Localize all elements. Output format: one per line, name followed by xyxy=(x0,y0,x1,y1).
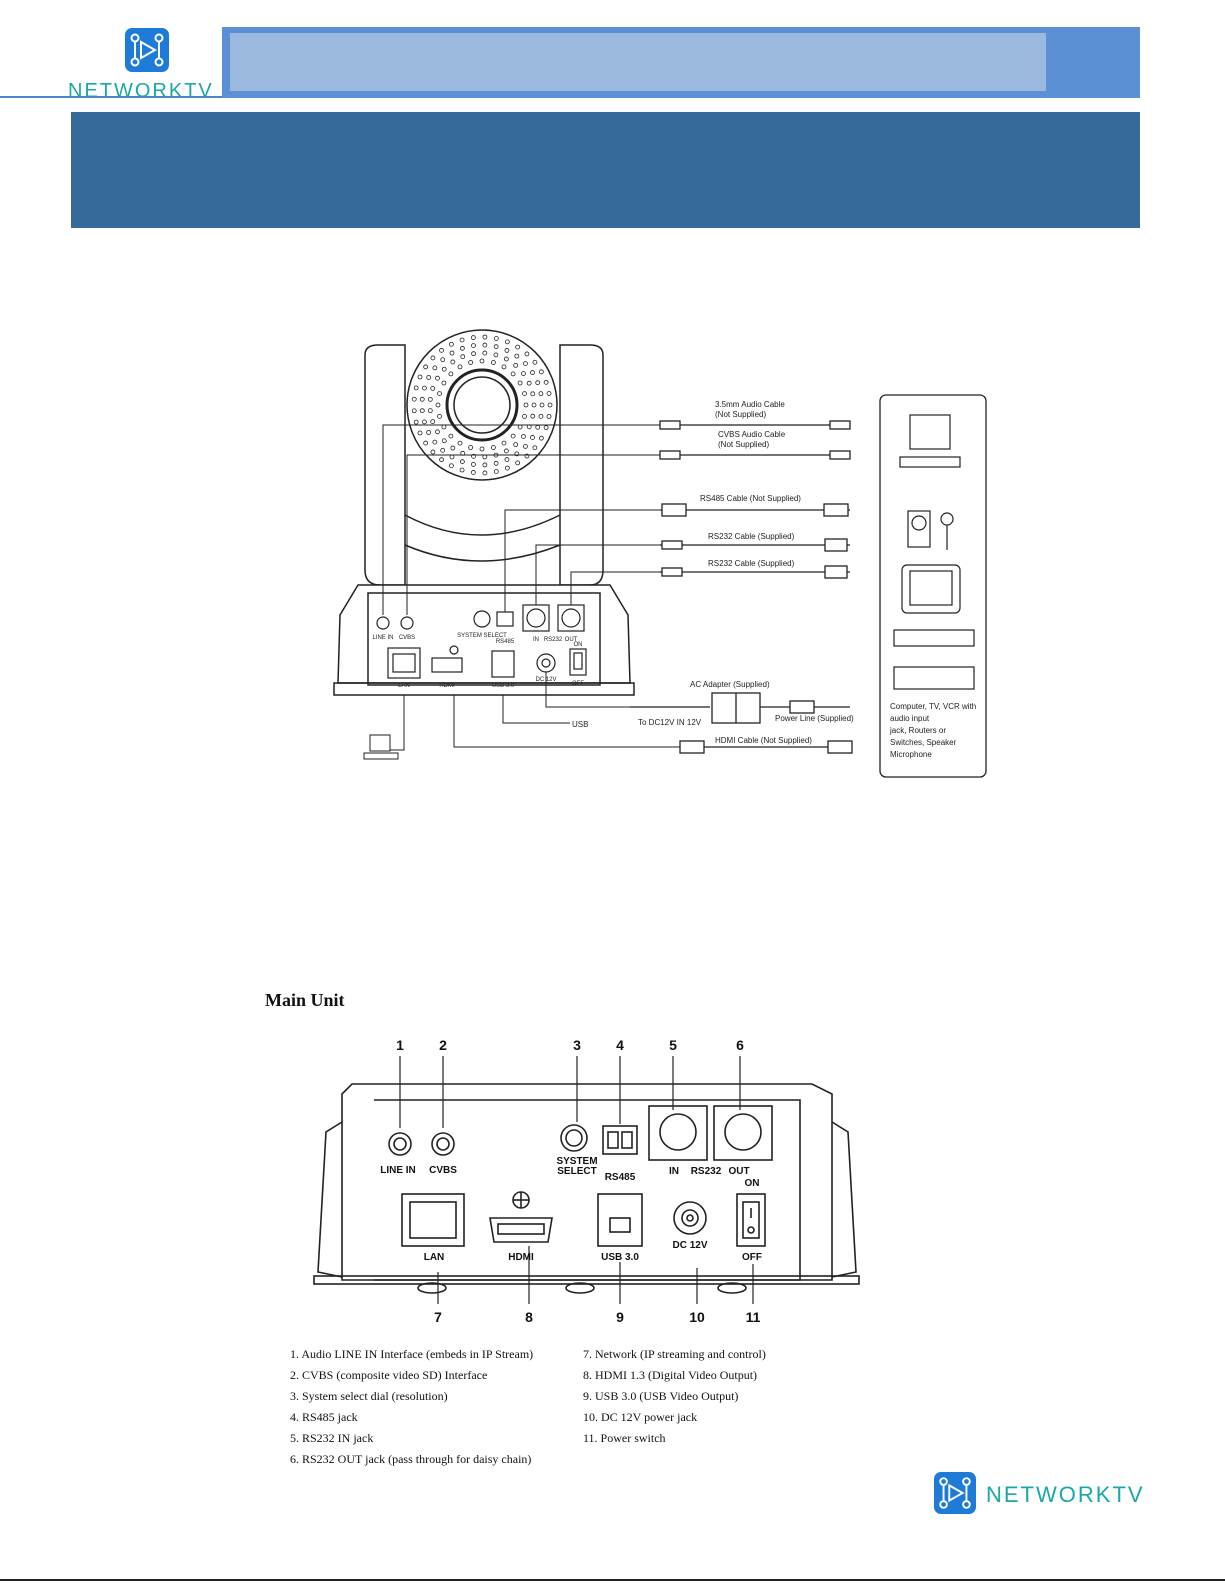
callout-7: 7 xyxy=(434,1309,442,1325)
cable-label-cvbs: CVBS Audio Cable xyxy=(718,430,786,439)
legend-item: 2. CVBS (composite video SD) Interface xyxy=(290,1368,488,1382)
callout-10: 10 xyxy=(689,1309,705,1325)
devices-caption-line: Microphone xyxy=(890,750,932,759)
callout-11: 11 xyxy=(746,1309,761,1325)
panel-label-line-in: LINE IN xyxy=(372,635,393,641)
unit-label-select: SELECT xyxy=(557,1166,596,1177)
panel-label-lan: LAN xyxy=(398,683,410,689)
header-bar-inner xyxy=(230,33,1046,91)
speaker-holes xyxy=(411,334,553,476)
legend-item: 10. DC 12V power jack xyxy=(583,1410,698,1424)
callout-5: 5 xyxy=(669,1037,677,1053)
unit-label-on: ON xyxy=(745,1178,760,1189)
panel-label-off: OFF xyxy=(572,681,584,687)
cable-label-rs232-a: RS232 Cable (Supplied) xyxy=(708,532,795,541)
unit-label-in: IN xyxy=(669,1166,679,1177)
devices-caption-line: audio input xyxy=(890,714,930,723)
devices-caption-line: jack, Routers or xyxy=(889,726,946,735)
main-unit-diagram: 1 2 3 4 5 6 7 8 9 10 11 LINE IN CVBS SYS… xyxy=(312,1032,872,1327)
footer-rule xyxy=(0,1579,1225,1581)
panel-label-hdmi: HDMI xyxy=(439,683,455,689)
panel-label-cvbs: CVBS xyxy=(399,635,415,641)
router-icon xyxy=(893,629,975,647)
legend-left: 1. Audio LINE IN Interface (embeds in IP… xyxy=(290,1344,533,1470)
unit-label-rs485: RS485 xyxy=(605,1172,636,1183)
cable-label-cvbs-note: (Not Supplied) xyxy=(718,440,769,449)
devices-caption-line: Computer, TV, VCR with xyxy=(890,702,976,711)
callout-1: 1 xyxy=(396,1037,404,1053)
unit-label-cvbs: CVBS xyxy=(429,1165,457,1176)
monitor-icon xyxy=(909,414,951,450)
legend-item: 6. RS232 OUT jack (pass through for dais… xyxy=(290,1452,532,1466)
legend-item: 9. USB 3.0 (USB Video Output) xyxy=(583,1389,739,1403)
panel-label-usb: USB 3.0 xyxy=(492,683,515,689)
unit-label-out: OUT xyxy=(728,1166,749,1177)
footer-brand-name: NETWORKTV xyxy=(986,1482,1145,1507)
footer-logo: NETWORKTV xyxy=(934,1472,1144,1518)
unit-label-lan: LAN xyxy=(424,1252,445,1263)
legend-item: 11. Power switch xyxy=(583,1431,666,1445)
cable-label-power-line: Power Line (Supplied) xyxy=(775,714,854,723)
microphone-icon xyxy=(940,512,954,526)
computer-icon xyxy=(363,734,399,760)
panel-label-rs485: RS485 xyxy=(496,639,515,645)
unit-label-hdmi: HDMI xyxy=(508,1252,534,1263)
unit-label-off: OFF xyxy=(742,1252,762,1263)
cable-label-audio-note: (Not Supplied) xyxy=(715,410,766,419)
panel-label-on: ON xyxy=(574,642,583,648)
unit-label-line-in: LINE IN xyxy=(380,1165,416,1176)
header-bar xyxy=(222,27,1140,98)
legend-right: 7. Network (IP streaming and control) 8.… xyxy=(583,1344,766,1449)
cable-label-usb: USB xyxy=(572,720,588,729)
brand-logo: NETWORKTV xyxy=(68,28,228,104)
unit-label-rs232: RS232 xyxy=(691,1166,722,1177)
speaker-icon xyxy=(907,510,931,548)
cable-label-audio: 3.5mm Audio Cable xyxy=(715,400,785,409)
callout-4: 4 xyxy=(616,1037,624,1053)
cable-label-rs485: RS485 Cable (Not Supplied) xyxy=(700,494,801,503)
cable-label-to-dc: To DC12V IN 12V xyxy=(638,718,702,727)
cable-label-rs232-b: RS232 Cable (Supplied) xyxy=(708,559,795,568)
main-unit-title: Main Unit xyxy=(265,990,345,1010)
panel-label-out: OUT xyxy=(565,637,578,643)
panel-label-rs232: RS232 xyxy=(544,637,563,643)
legend-item: 1. Audio LINE IN Interface (embeds in IP… xyxy=(290,1347,534,1361)
callout-8: 8 xyxy=(525,1309,533,1325)
panel-label-in: IN xyxy=(533,637,539,643)
devices-caption-line: Switches, Speaker xyxy=(890,738,957,747)
cable-label-ac-adapter: AC Adapter (Supplied) xyxy=(690,680,770,689)
vcr-icon xyxy=(893,666,975,690)
title-band xyxy=(71,112,1140,228)
callout-2: 2 xyxy=(439,1037,447,1053)
callout-3: 3 xyxy=(573,1037,581,1053)
header-underline xyxy=(0,96,226,98)
unit-label-usb: USB 3.0 xyxy=(601,1252,639,1263)
legend-item: 3. System select dial (resolution) xyxy=(290,1389,448,1403)
callout-9: 9 xyxy=(616,1309,624,1325)
panel-label-system-select: SYSTEM SELECT xyxy=(457,633,507,639)
tv-icon xyxy=(901,564,961,614)
callout-6: 6 xyxy=(736,1037,744,1053)
network-tv-logo-icon xyxy=(934,1472,976,1514)
unit-label-dc: DC 12V xyxy=(672,1240,707,1251)
connection-diagram: LINE IN CVBS SYSTEM SELECT RS485 IN RS23… xyxy=(320,315,1005,790)
legend-item: 7. Network (IP streaming and control) xyxy=(583,1347,766,1361)
brand-name: NETWORKTV xyxy=(68,80,214,102)
unit-label-system: SYSTEM xyxy=(556,1156,597,1167)
legend-item: 4. RS485 jack xyxy=(290,1410,358,1424)
cable-label-hdmi: HDMI Cable (Not Supplied) xyxy=(715,736,812,745)
legend-item: 5. RS232 IN jack xyxy=(290,1431,374,1445)
legend-item: 8. HDMI 1.3 (Digital Video Output) xyxy=(583,1368,758,1382)
network-tv-logo-icon xyxy=(125,28,169,72)
